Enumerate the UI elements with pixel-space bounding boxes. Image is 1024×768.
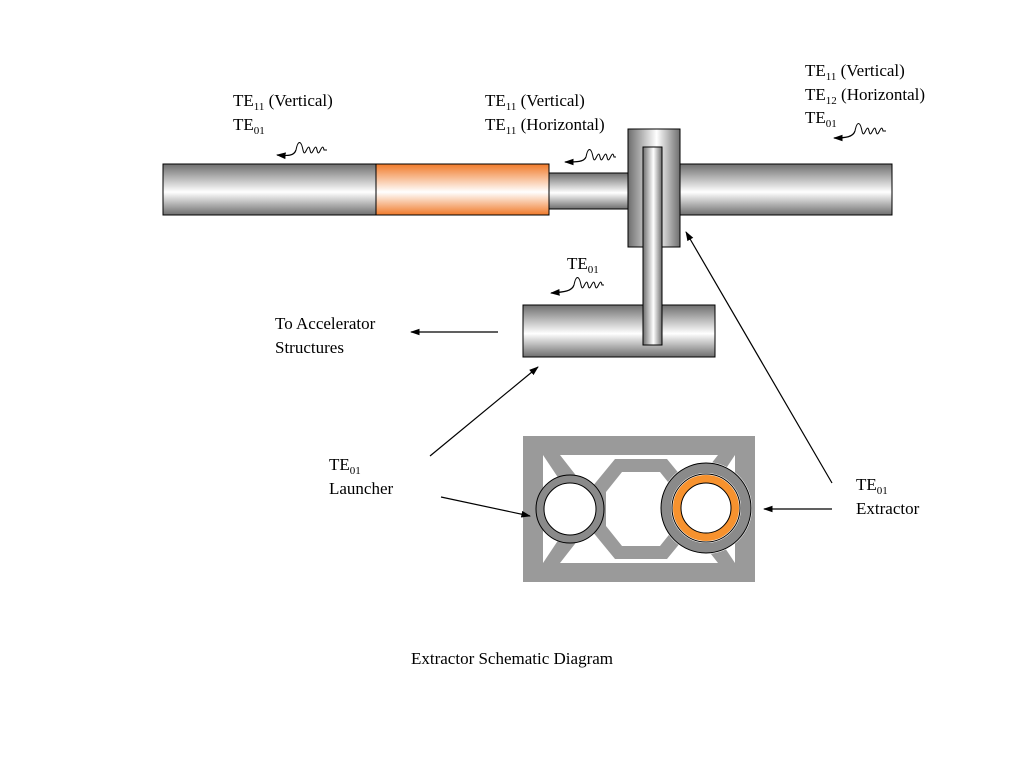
middle-wave-squiggle bbox=[585, 149, 616, 161]
left-wave-arrow bbox=[276, 149, 297, 160]
left-mode-label: TE11 (Vertical) TE01 bbox=[233, 91, 333, 137]
right-mode-label: TE11 (Vertical) TE12 (Horizontal) TE01 bbox=[805, 61, 925, 130]
lower-mode-sub: 01 bbox=[588, 264, 599, 276]
launcher-label-line2: Launcher bbox=[329, 479, 394, 498]
middle-mode-line2-sub: 11 bbox=[506, 125, 517, 137]
launcher-label-line1: TE01 bbox=[329, 455, 361, 477]
left-pipe-section bbox=[162, 163, 377, 216]
right-mode-line2-rest: (Horizontal) bbox=[837, 85, 925, 104]
right-wave-squiggle bbox=[854, 123, 886, 135]
extractor-label-line1: TE01 bbox=[856, 475, 888, 497]
lower-pipe bbox=[522, 304, 716, 358]
extractor-label-main: TE bbox=[856, 475, 877, 494]
lower-mode-main: TE bbox=[567, 254, 588, 273]
left-mode-line1: TE11 (Vertical) bbox=[233, 91, 333, 113]
right-mode-line3-sub: 01 bbox=[826, 118, 837, 130]
coupler-vertical-arm bbox=[642, 146, 663, 346]
right-mode-line1-main: TE bbox=[805, 61, 826, 80]
accelerator-label-line2: Structures bbox=[275, 338, 344, 357]
middle-mode-line1-rest: (Vertical) bbox=[516, 91, 584, 110]
middle-mode-line1-main: TE bbox=[485, 91, 506, 110]
narrow-pipe-section bbox=[548, 172, 630, 210]
right-mode-line1-rest: (Vertical) bbox=[836, 61, 904, 80]
launcher-ring bbox=[536, 475, 604, 543]
launcher-label-main: TE bbox=[329, 455, 350, 474]
cross-section bbox=[523, 436, 755, 582]
right-mode-line1: TE11 (Vertical) bbox=[805, 61, 905, 83]
middle-wave-symbol bbox=[564, 149, 616, 166]
right-mode-line3: TE01 bbox=[805, 108, 837, 130]
cross-section-frame bbox=[523, 436, 755, 582]
right-mode-line2-sub: 12 bbox=[826, 95, 837, 107]
extractor-label-sub: 01 bbox=[877, 485, 888, 497]
extractor-ring-outer bbox=[661, 463, 751, 553]
launcher-label-sub: 01 bbox=[350, 465, 361, 477]
right-mode-line2-main: TE bbox=[805, 85, 826, 104]
extractor-ring-core bbox=[680, 482, 732, 534]
extractor-to-coupler-arrow bbox=[685, 231, 833, 484]
right-mode-line2: TE12 (Horizontal) bbox=[805, 85, 925, 107]
lower-wave-arrow bbox=[550, 284, 575, 296]
middle-mode-line1: TE11 (Vertical) bbox=[485, 91, 585, 113]
right-wave-symbol bbox=[833, 123, 886, 142]
extractor-label: TE01 Extractor bbox=[856, 475, 920, 518]
main-waveguide bbox=[162, 163, 893, 216]
left-wave-squiggle bbox=[295, 142, 327, 154]
middle-mode-line2: TE11 (Horizontal) bbox=[485, 115, 605, 137]
middle-mode-line2-rest: (Horizontal) bbox=[516, 115, 604, 134]
middle-wave-arrow bbox=[564, 156, 587, 166]
left-mode-line2-main: TE bbox=[233, 115, 254, 134]
launcher-ring-outline-inner bbox=[543, 482, 597, 536]
extractor-label-line2: Extractor bbox=[856, 499, 920, 518]
left-mode-line1-sub: 11 bbox=[254, 101, 265, 113]
left-mode-line1-main: TE bbox=[233, 91, 254, 110]
diagram-caption: Extractor Schematic Diagram bbox=[411, 649, 613, 668]
accelerator-label: To Accelerator Structures bbox=[275, 314, 376, 357]
launcher-to-lower-pipe-arrow bbox=[429, 366, 539, 457]
extractor-ring-outline-outer bbox=[660, 462, 752, 554]
launcher-ring-outline-outer bbox=[535, 474, 605, 544]
left-mode-line1-rest: (Vertical) bbox=[264, 91, 332, 110]
right-mode-line1-sub: 11 bbox=[826, 71, 837, 83]
middle-mode-line1-sub: 11 bbox=[506, 101, 517, 113]
left-wave-symbol bbox=[276, 142, 327, 160]
orange-pipe-section bbox=[375, 163, 550, 216]
lower-mode-label: TE01 bbox=[567, 254, 599, 276]
right-mode-line3-main: TE bbox=[805, 108, 826, 127]
extractor-ring-orange bbox=[673, 475, 739, 541]
middle-mode-label: TE11 (Vertical) TE11 (Horizontal) bbox=[485, 91, 605, 137]
extractor-ring-outline-mid bbox=[671, 473, 741, 543]
extractor-coupler bbox=[627, 128, 681, 346]
lower-wave-squiggle bbox=[573, 277, 604, 289]
right-wave-arrow bbox=[833, 130, 856, 142]
launcher-to-ring-arrow bbox=[440, 496, 531, 518]
left-mode-line2-sub: 01 bbox=[254, 125, 265, 137]
right-pipe-section bbox=[679, 163, 893, 216]
middle-mode-line2-main: TE bbox=[485, 115, 506, 134]
lower-mode-line: TE01 bbox=[567, 254, 599, 276]
accelerator-label-line1: To Accelerator bbox=[275, 314, 376, 333]
launcher-label: TE01 Launcher bbox=[329, 455, 394, 498]
left-mode-line2: TE01 bbox=[233, 115, 265, 137]
lower-wave-symbol bbox=[550, 277, 604, 296]
